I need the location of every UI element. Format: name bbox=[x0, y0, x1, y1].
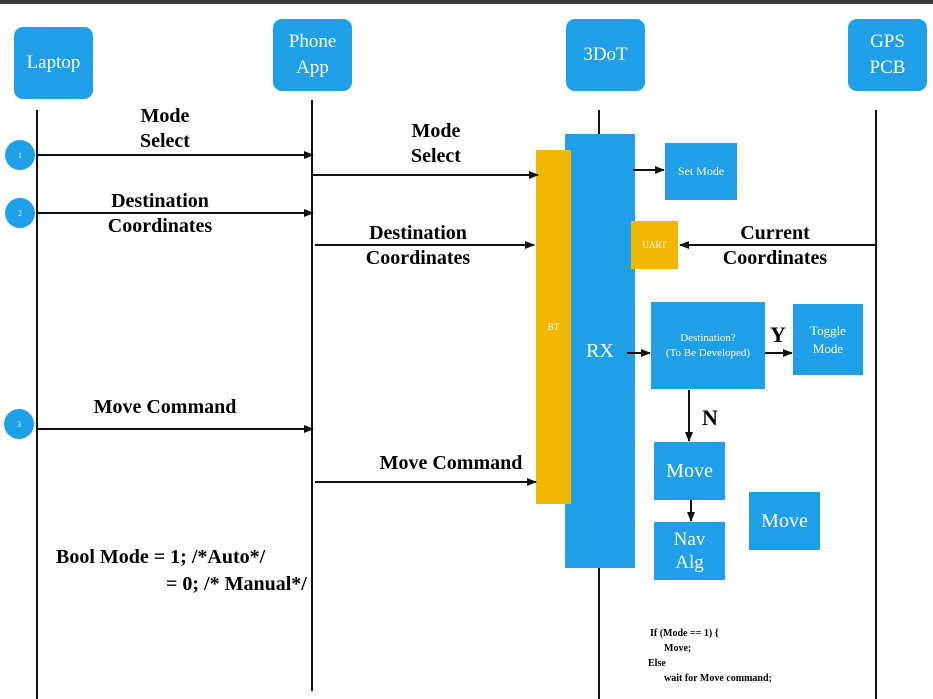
lane-gps-pcb[interactable]: GPS PCB bbox=[848, 19, 927, 91]
label-phone-mode-select: Mode Select bbox=[411, 120, 461, 167]
label-phone-destination: Destination Coordinates bbox=[365, 222, 471, 269]
destination-check-box[interactable]: Destination? (To Be Developed) bbox=[651, 302, 765, 389]
set-mode-box[interactable]: Set Mode bbox=[665, 143, 737, 200]
label-laptop-destination: Destination Coordinates bbox=[107, 190, 213, 237]
lane-laptop[interactable]: Laptop bbox=[14, 27, 93, 99]
move-main-box[interactable]: Move bbox=[654, 442, 725, 500]
label-laptop-move-command: Move Command bbox=[93, 396, 237, 418]
label-laptop-mode-select: Mode Select bbox=[140, 105, 190, 152]
step-2-circle[interactable]: 2 bbox=[5, 198, 35, 228]
lane-phone-app[interactable]: Phone App bbox=[273, 19, 352, 91]
move-side-box[interactable]: Move bbox=[749, 492, 820, 550]
code-line-1: If (Mode == 1) { bbox=[650, 628, 719, 639]
code-line-2: Move; bbox=[664, 643, 692, 654]
lifeline-gps-pcb bbox=[875, 110, 877, 699]
lane-3dot[interactable]: 3DoT bbox=[566, 19, 645, 91]
code-line-4: wait for Move command; bbox=[664, 673, 772, 684]
window-top-bar bbox=[0, 0, 933, 4]
lifeline-laptop bbox=[36, 110, 38, 699]
bool-mode-line-2: = 0; /* Manual*/ bbox=[166, 573, 307, 595]
uart-box[interactable]: UART bbox=[631, 221, 678, 269]
rx-block[interactable]: RX bbox=[565, 134, 635, 568]
bool-mode-line-1: Bool Mode = 1; /*Auto*/ bbox=[56, 546, 266, 568]
label-gps-current-coordinates: Current Coordinates bbox=[722, 222, 828, 269]
nav-alg-box[interactable]: Nav Alg bbox=[654, 522, 725, 580]
step-3-circle[interactable]: 3 bbox=[4, 409, 34, 439]
label-branch-no: N bbox=[702, 405, 718, 430]
bt-block[interactable]: BT bbox=[536, 150, 571, 504]
label-phone-move-command: Move Command bbox=[379, 452, 523, 474]
step-1-circle[interactable]: 1 bbox=[5, 140, 35, 170]
lifeline-phone-app bbox=[311, 100, 313, 691]
code-line-3: Else bbox=[648, 658, 666, 669]
toggle-mode-box[interactable]: Toggle Mode bbox=[793, 304, 863, 375]
label-branch-yes: Y bbox=[770, 322, 786, 347]
